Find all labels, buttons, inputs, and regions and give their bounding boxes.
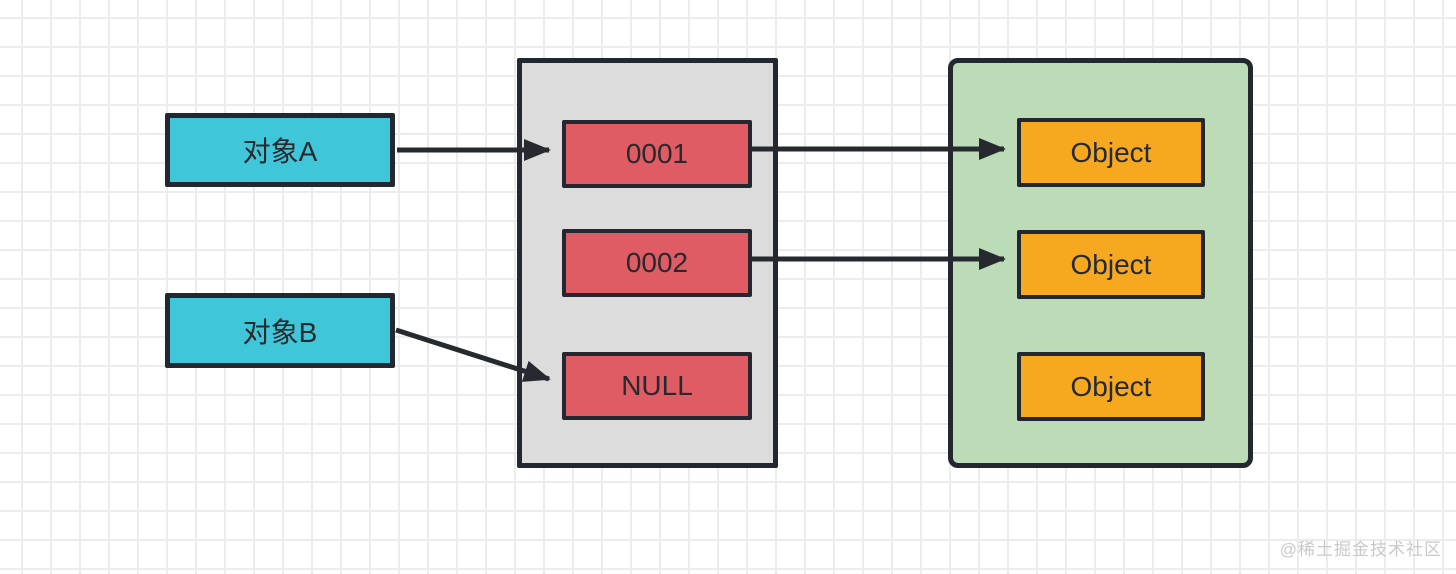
node-object-b: 对象B xyxy=(165,293,395,368)
object-cell-1: Object xyxy=(1017,118,1205,187)
node-object-a: 对象A xyxy=(165,113,395,187)
node-object-b-label: 对象B xyxy=(242,316,318,348)
handle-cell-null-label: NULL xyxy=(621,370,693,401)
node-object-a-label: 对象A xyxy=(242,136,318,167)
handle-cell-null: NULL xyxy=(562,352,752,420)
handle-cell-0002: 0002 xyxy=(562,229,752,297)
object-cell-1-label: Object xyxy=(1070,136,1152,168)
handle-cell-0001: 0001 xyxy=(562,120,752,188)
handle-cell-0002-label: 0002 xyxy=(625,247,689,278)
handle-cell-0001-label: 0001 xyxy=(625,138,689,169)
object-cell-3-label: Object xyxy=(1070,370,1152,402)
object-pool-container: Object Object Object xyxy=(948,58,1253,468)
object-cell-3: Object xyxy=(1017,352,1205,421)
watermark: @稀土掘金技术社区 xyxy=(1279,540,1442,559)
handle-pool-container: 0001 0002 NULL xyxy=(517,58,778,468)
object-cell-2: Object xyxy=(1017,230,1205,299)
object-cell-2-label: Object xyxy=(1070,248,1152,280)
